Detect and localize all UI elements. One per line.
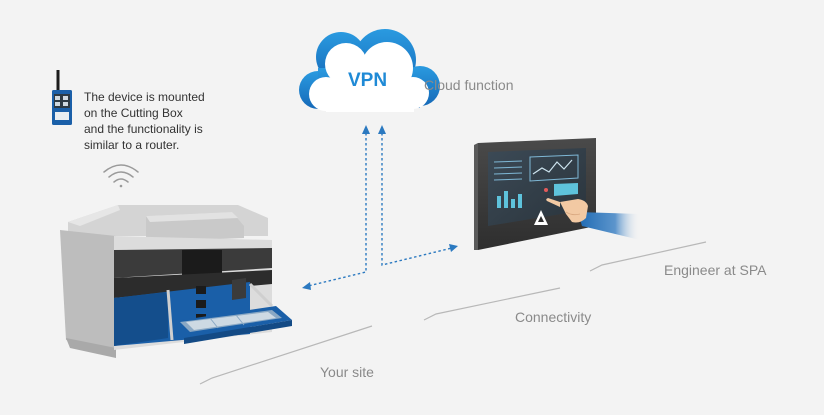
cloud-icon [299,29,440,112]
device-description-line: similar to a router. [84,138,180,152]
hand-pointing-icon [546,198,640,240]
wifi-icon [103,164,139,188]
device-description-line: and the functionality is [84,122,203,136]
your-site-label: Your site [320,364,374,380]
vpn-badge: VPN [348,70,388,91]
device-description: The device is mounted on the Cutting Box… [84,89,234,153]
connection-arrows [307,133,453,287]
engineer-label: Engineer at SPA [664,262,767,278]
monitor-icon [474,138,596,250]
arrow-heads [302,125,458,290]
cutting-box-machine [60,205,292,358]
floor-lines [199,241,707,385]
device-description-line: The device is mounted [84,90,205,104]
device-description-line: on the Cutting Box [84,106,183,120]
brand-logo-icon [534,210,548,225]
cloud-function-label: Cloud function [424,77,514,93]
router-device-icon [52,70,72,125]
connectivity-label: Connectivity [515,309,592,325]
